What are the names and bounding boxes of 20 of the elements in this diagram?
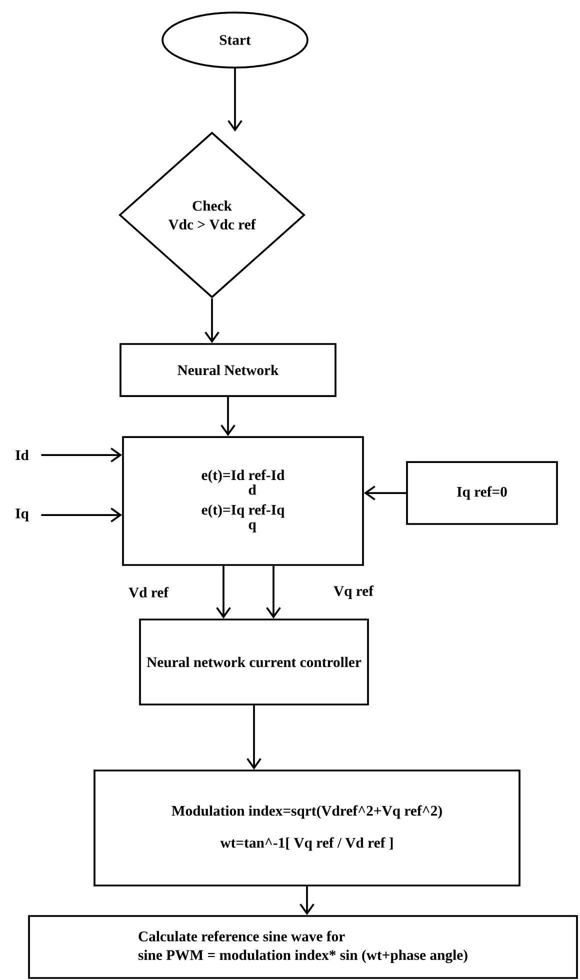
edge-label: Vd ref (127, 586, 170, 599)
process-box: Calculate reference sine wave for sine PWM = modulation index* sin (wt+phase angle) (28, 915, 578, 979)
edge-label: Vq ref (332, 584, 375, 600)
arrow (300, 886, 314, 916)
process-box: Iq ref=0 (406, 461, 558, 525)
arrow (41, 448, 122, 462)
arrow (246, 705, 262, 770)
input-label: Id (16, 450, 29, 460)
process-box: Modulation index=sqrt(Vdref^2+Vq ref^2) wt=tan^-1[ Vq ref / Vd ref ] (94, 770, 520, 886)
arrow (228, 68, 242, 132)
arrow (204, 298, 220, 344)
input-label: Iq (16, 508, 29, 522)
arrow (216, 566, 231, 619)
arrow (220, 396, 236, 436)
arrow (364, 486, 406, 500)
arrow (41, 508, 122, 522)
process-box: Neural Network (120, 343, 336, 397)
process-box: e(t)=Id ref-Id d e(t)=Iq ref-Iq q (122, 436, 364, 566)
arrow (266, 566, 281, 619)
process-box: Neural network current controller (139, 618, 369, 706)
